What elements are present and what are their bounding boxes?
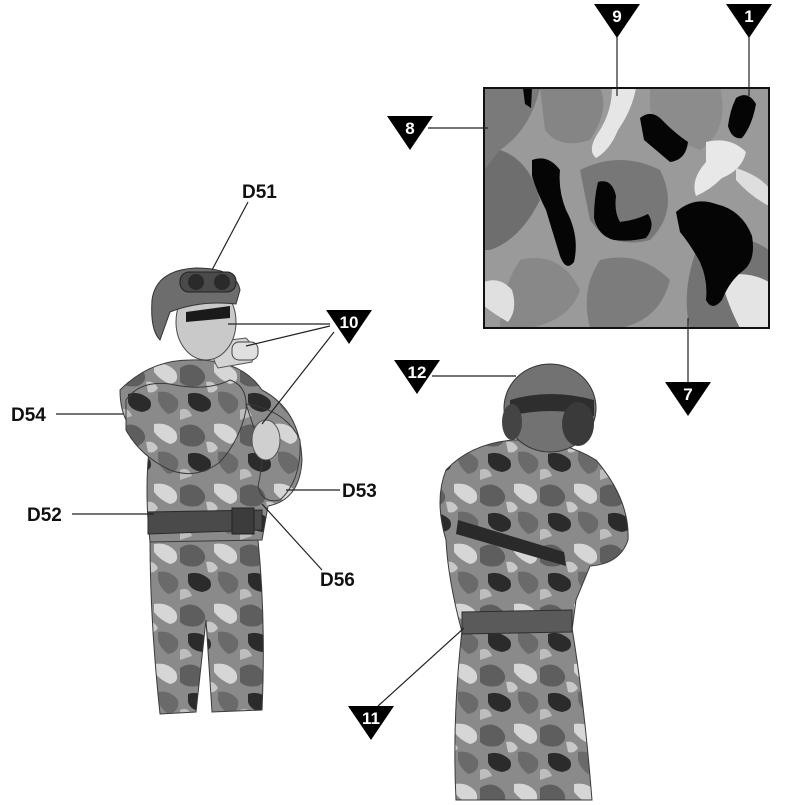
marker-number: 7 <box>683 385 692 404</box>
color-marker-7: 7 <box>665 382 711 416</box>
part-label-d54: D54 <box>11 405 46 426</box>
figure-rear <box>439 363 629 801</box>
leader-m11 <box>377 627 465 707</box>
leader-d56 <box>261 503 323 571</box>
color-marker-1: 1 <box>726 4 772 38</box>
figure-front <box>119 267 303 715</box>
marker-triangle <box>394 360 440 394</box>
part-label-d52: D52 <box>27 505 62 526</box>
color-marker-8: 8 <box>387 116 433 150</box>
color-marker-10: 10 <box>326 310 372 344</box>
marker-triangle <box>387 116 433 150</box>
color-marker-11: 11 <box>348 706 394 740</box>
marker-number: 8 <box>405 119 414 138</box>
marker-triangle <box>665 382 711 416</box>
marker-number: 10 <box>340 313 359 332</box>
leader-lines <box>56 36 750 707</box>
part-label-d53: D53 <box>342 481 377 502</box>
marker-triangle <box>726 4 772 38</box>
marker-number: 1 <box>744 7 753 26</box>
marker-triangle <box>326 310 372 344</box>
color-marker-9: 9 <box>594 4 640 38</box>
leader-m10-b <box>245 325 331 347</box>
leader-d51 <box>211 201 249 271</box>
marker-triangle <box>594 4 640 38</box>
color-marker-12: 12 <box>394 360 440 394</box>
part-label-d51: D51 <box>242 182 277 203</box>
marker-number: 11 <box>362 709 380 728</box>
marker-number: 9 <box>612 7 621 26</box>
marker-triangle <box>348 706 394 740</box>
camo-swatch <box>483 87 770 329</box>
marker-number: 12 <box>408 363 427 382</box>
part-label-d56: D56 <box>320 570 355 591</box>
leader-m10-c <box>261 331 335 425</box>
